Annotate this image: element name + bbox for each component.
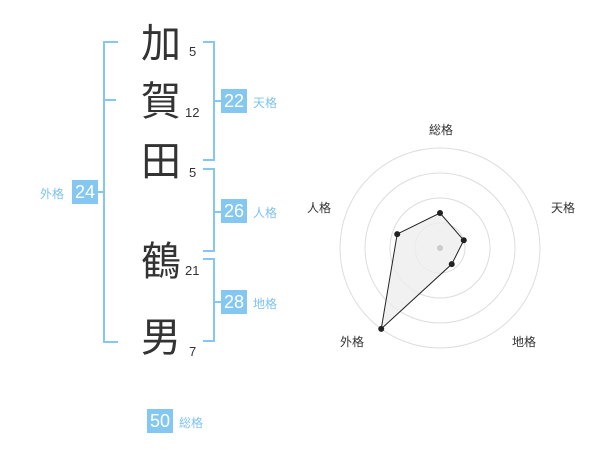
name-char-2: 賀 <box>141 79 181 125</box>
stroke-count-5: 7 <box>189 344 197 359</box>
radar-points <box>378 210 467 332</box>
gaikaku-label: 外格 <box>40 187 65 201</box>
jinkaku-value: 26 <box>221 199 247 223</box>
radar-polygon <box>380 212 465 331</box>
chikaku-connector <box>213 301 221 303</box>
tenkaku-value: 22 <box>221 89 247 113</box>
stroke-count-1: 5 <box>189 44 197 59</box>
radar-point <box>394 231 401 238</box>
radar-ring <box>389 197 491 299</box>
radar-point <box>460 237 467 244</box>
gaikaku-bracket-tick-top <box>103 99 116 101</box>
soukaku-label: 総格 <box>179 416 204 430</box>
radar-grid <box>339 147 541 349</box>
gaikaku-connector <box>97 191 103 193</box>
name-char-4: 鶴 <box>141 239 181 285</box>
radar-point <box>448 261 455 268</box>
stroke-count-2: 12 <box>185 105 200 120</box>
radar-point <box>437 210 443 216</box>
radar-ring <box>339 147 541 349</box>
radar-axis-label-chikaku: 地格 <box>512 334 536 349</box>
radar-axis-label-tenkaku: 天格 <box>551 200 575 215</box>
name-char-3: 田 <box>141 139 181 185</box>
stroke-count-3: 5 <box>189 165 197 180</box>
chikaku-label: 地格 <box>253 297 278 311</box>
jinkaku-label: 人格 <box>253 206 278 220</box>
name-char-1: 加 <box>141 21 181 67</box>
stroke-count-4: 21 <box>185 263 200 278</box>
chikaku-value: 28 <box>221 290 247 314</box>
radar-axis-label-jinkaku: 人格 <box>307 200 331 215</box>
radar-point <box>378 325 385 332</box>
name-char-5: 男 <box>141 315 181 361</box>
radar-ring <box>364 172 516 324</box>
chikaku-bracket <box>203 258 215 342</box>
gaikaku-bracket <box>103 41 118 343</box>
tenkaku-connector <box>213 100 221 102</box>
radar-center-dot <box>437 245 443 251</box>
radar-axis-label-gaikaku: 外格 <box>340 334 364 349</box>
jinkaku-bracket <box>203 168 215 252</box>
gaikaku-value: 24 <box>72 180 98 204</box>
tenkaku-label: 天格 <box>253 96 278 110</box>
radar-axis-label-soukaku: 総格 <box>429 122 453 137</box>
soukaku-value: 50 <box>147 409 173 433</box>
jinkaku-connector <box>213 211 221 213</box>
